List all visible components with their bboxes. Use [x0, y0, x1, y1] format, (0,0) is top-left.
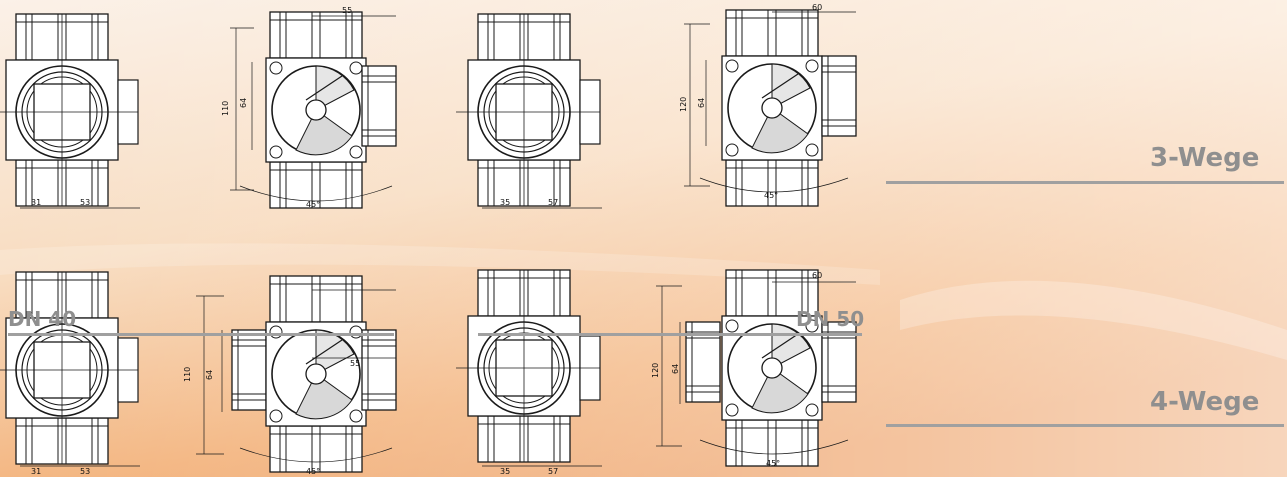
- dim-dn50-3way-left: 35: [500, 198, 510, 207]
- dim-dn40-3way-width: 55: [342, 6, 352, 15]
- dim-dn40-4way-right: 53: [80, 467, 90, 476]
- dim-dn50-4way-right: 57: [548, 467, 558, 476]
- size-label-dn50: DN 50: [796, 307, 865, 331]
- rule-3-wege: [886, 181, 1284, 184]
- dim-dn40-3way-angle: 45°: [306, 200, 320, 209]
- dim-dn50-4way-height: 120: [651, 363, 660, 378]
- dim-dn50-3way-height: 120: [679, 97, 688, 112]
- dim-dn50-3way-width: 60: [812, 3, 822, 12]
- size-label-dn40: DN 40: [8, 307, 77, 331]
- dn40-3way-side-view: [230, 12, 397, 208]
- dn50-3way-front-view: [456, 14, 600, 206]
- dim-dn50-4way-inner: 64: [671, 364, 680, 374]
- dn50-3way-side-view: [684, 10, 857, 206]
- rule-4-wege: [886, 424, 1284, 427]
- rule-dn50: [478, 333, 862, 336]
- dim-dn40-4way-height: 110: [183, 367, 192, 382]
- dim-dn50-3way-inner: 64: [697, 98, 706, 108]
- dim-dn50-4way-left: 35: [500, 467, 510, 476]
- dim-dn40-3way-height: 110: [221, 101, 230, 116]
- dim-dn50-3way-angle: 45°: [764, 191, 778, 200]
- dim-dn40-4way-angle: 45°: [306, 467, 320, 476]
- dn40-4way-front-view: [0, 272, 138, 464]
- dim-dn40-4way-inner: 64: [205, 370, 214, 380]
- dim-dn50-3way-right: 57: [548, 198, 558, 207]
- dn50-4way-side-view: [656, 270, 857, 466]
- dim-dn50-4way-angle: 45°: [766, 459, 780, 468]
- type-label-3-wege: 3-Wege: [1150, 143, 1260, 173]
- dim-dn40-3way-left: 31: [31, 198, 41, 207]
- dim-dn40-3way-inner: 64: [239, 98, 248, 108]
- dn50-4way-front-view: [456, 270, 600, 462]
- dn40-3way-front-view: [0, 14, 138, 206]
- dim-dn40-4way-width: 55: [350, 359, 360, 368]
- dim-dn50-4way-width: 60: [812, 271, 822, 280]
- dn40-4way-side-view: [196, 276, 397, 472]
- dim-dn40-4way-left: 31: [31, 467, 41, 476]
- dim-dn40-3way-right: 53: [80, 198, 90, 207]
- rule-dn40: [8, 333, 394, 336]
- type-label-4-wege: 4-Wege: [1150, 387, 1260, 417]
